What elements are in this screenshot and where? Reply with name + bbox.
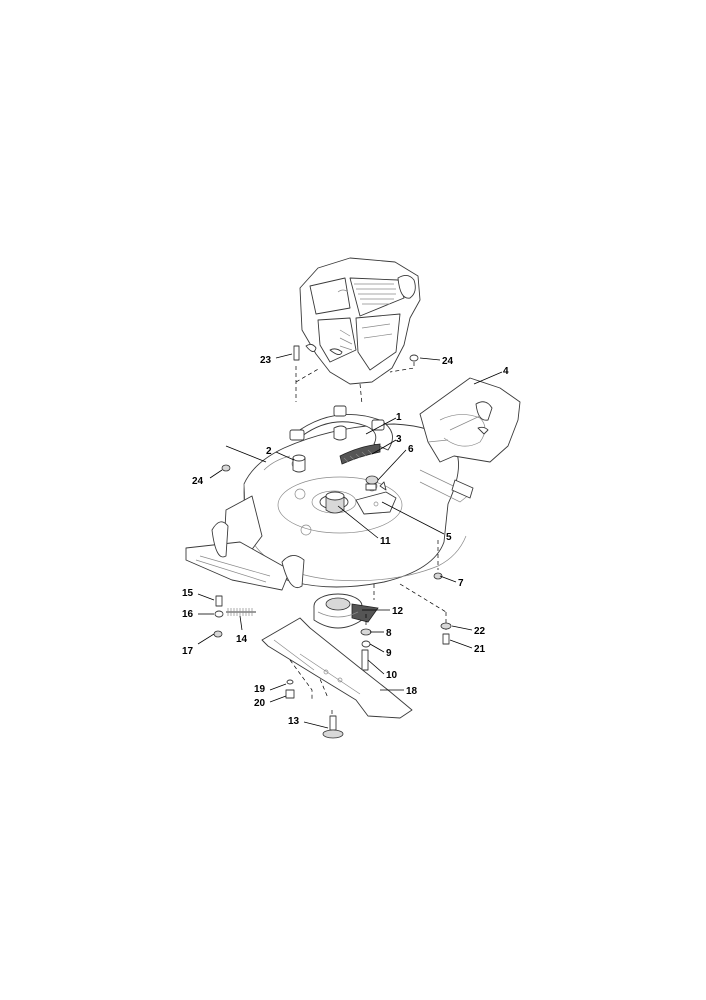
- parts-8-9-10: [360, 628, 372, 671]
- part-5-brake-pad: [355, 475, 397, 515]
- parts-21-22: [440, 622, 452, 645]
- part-11-hub: [325, 491, 345, 514]
- label-7: 7: [458, 578, 464, 589]
- label-3: 3: [396, 434, 402, 445]
- part-18-blade: [261, 617, 413, 719]
- part-4-cover: [419, 377, 521, 463]
- parts-15-16-17: [213, 595, 224, 638]
- parts-23-24: [221, 345, 419, 472]
- label-4: 4: [503, 366, 509, 377]
- label-14: 14: [236, 634, 248, 645]
- label-24-left: 24: [192, 476, 204, 487]
- label-10: 10: [386, 670, 398, 681]
- label-17: 17: [182, 646, 194, 657]
- part-14-spring: [226, 608, 256, 616]
- label-12: 12: [392, 606, 404, 617]
- label-9: 9: [386, 648, 392, 659]
- label-22: 22: [474, 626, 486, 637]
- engine-drawing: [299, 257, 421, 385]
- engine-alignment-lines: [295, 362, 415, 405]
- label-18: 18: [406, 686, 418, 697]
- part-7-nut: [433, 540, 443, 580]
- part-12-clutch: [313, 593, 379, 629]
- label-24-right: 24: [442, 356, 454, 367]
- label-20: 20: [254, 698, 266, 709]
- label-13: 13: [288, 716, 300, 727]
- label-6: 6: [408, 444, 414, 455]
- label-15: 15: [182, 588, 194, 599]
- leader-lines: [197, 353, 503, 729]
- label-16: 16: [182, 609, 194, 620]
- label-11: 11: [380, 536, 391, 547]
- part-13-blade-bolt: [322, 715, 344, 739]
- part-2-spacer: [292, 454, 306, 473]
- parts-19-20: [285, 679, 295, 699]
- label-2: 2: [266, 446, 272, 457]
- label-23: 23: [260, 355, 272, 366]
- label-1: 1: [396, 412, 402, 423]
- part-1-mounting-ring: [289, 405, 393, 451]
- label-19: 19: [254, 684, 266, 695]
- label-21: 21: [474, 644, 486, 655]
- label-5: 5: [446, 532, 452, 543]
- part-labels: 1 2 3 4 5 6 7 8 9 10 11 12 13 14 15 16 1…: [182, 355, 509, 727]
- part-3-brake-element: [339, 443, 381, 465]
- label-8: 8: [386, 628, 392, 639]
